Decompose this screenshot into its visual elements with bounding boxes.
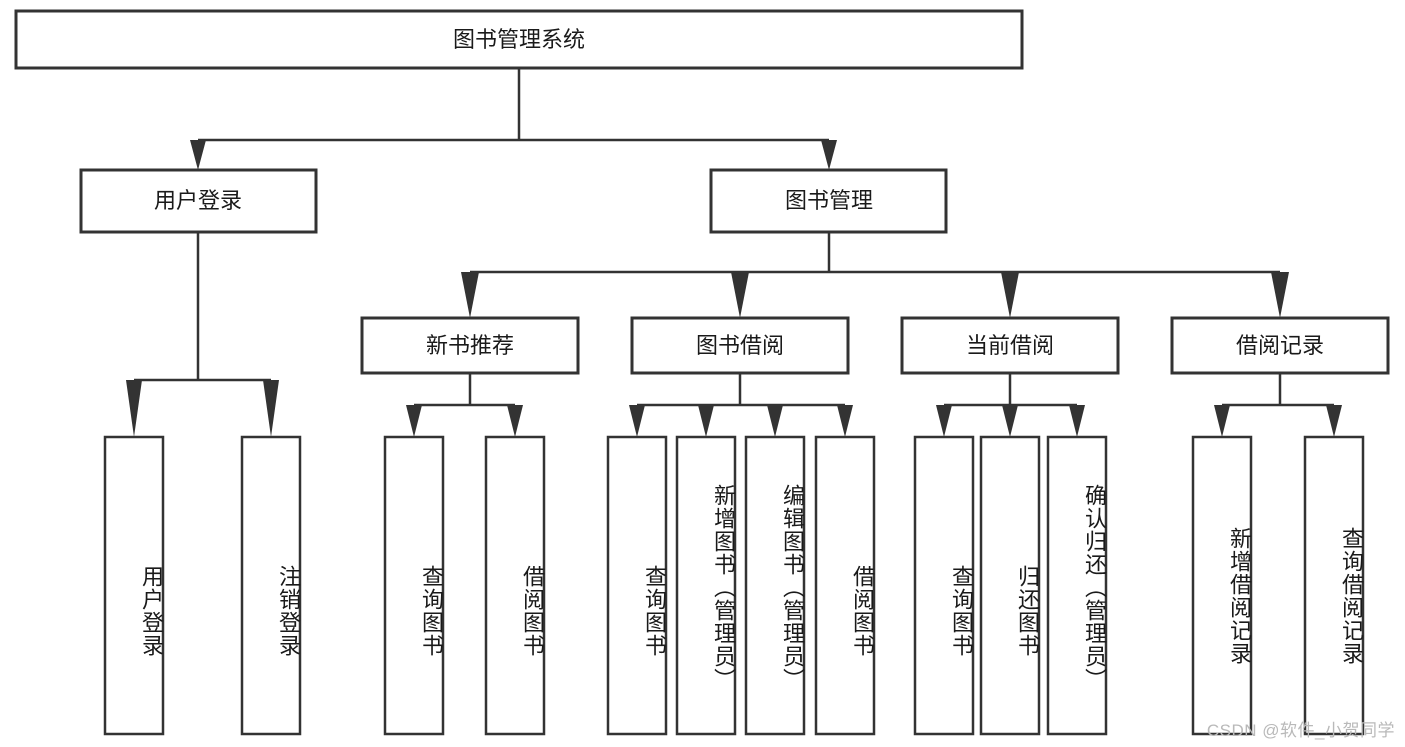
node-new-book-recommend[interactable]: 新书推荐 — [360, 316, 580, 375]
connector-group-book-borrow-children — [629, 373, 853, 437]
node-leaf-user-login-box[interactable] — [103, 435, 165, 736]
node-current-borrow[interactable]: 当前借阅 — [900, 316, 1120, 375]
arrow-head-leaf-query-book-1 — [406, 405, 422, 437]
node-book-borrow[interactable]: 图书借阅 — [630, 316, 850, 375]
node-leaf-edit-book-box[interactable] — [744, 435, 806, 736]
node-root[interactable]: 图书管理系统 — [14, 9, 1024, 70]
node-borrow-record-box[interactable] — [1170, 316, 1390, 375]
arrow-head-borrow-record — [1271, 272, 1289, 318]
node-book-management[interactable]: 图书管理 — [709, 168, 948, 234]
node-leaf-query-book-2-box[interactable] — [606, 435, 668, 736]
arrow-head-leaf-query-book-2 — [629, 405, 645, 437]
node-leaf-borrow-book-2-box[interactable] — [814, 435, 876, 736]
node-book-borrow-label: 图书借阅 — [696, 333, 784, 358]
arrow-head-leaf-logout-login — [263, 380, 279, 437]
arrow-head-book-management — [821, 140, 837, 170]
node-leaf-confirm-return-box[interactable] — [1046, 435, 1108, 736]
arrow-head-leaf-add-book — [698, 405, 714, 437]
arrow-head-user-login — [190, 140, 206, 170]
arrow-head-leaf-borrow-book-2 — [837, 405, 853, 437]
node-leaf-borrow-book-1-box[interactable] — [484, 435, 546, 736]
connector-group-user-login-children — [126, 232, 279, 437]
node-root-label: 图书管理系统 — [453, 27, 585, 52]
node-borrow-record-label: 借阅记录 — [1236, 333, 1324, 358]
node-current-borrow-label: 当前借阅 — [966, 333, 1054, 358]
node-user-login-label: 用户登录 — [154, 188, 242, 213]
node-new-book-recommend-box[interactable] — [360, 316, 580, 375]
connector-group-new-book-recommend-children — [406, 373, 523, 437]
arrow-head-leaf-query-book-3 — [936, 405, 952, 437]
arrow-head-leaf-confirm-return — [1069, 405, 1085, 437]
node-root-box[interactable] — [14, 9, 1024, 70]
node-borrow-record[interactable]: 借阅记录 — [1170, 316, 1390, 375]
node-leaf-query-book-3-box[interactable] — [913, 435, 975, 736]
connector-group-book-management — [461, 232, 1289, 318]
node-leaf-add-record-box[interactable] — [1191, 435, 1253, 736]
node-user-login[interactable]: 用户登录 — [79, 168, 318, 234]
node-book-management-box[interactable] — [709, 168, 948, 234]
arrow-head-new-book-recommend — [461, 272, 479, 318]
arrow-head-leaf-borrow-book-1 — [507, 405, 523, 437]
arrow-head-leaf-return-book — [1002, 405, 1018, 437]
node-book-borrow-box[interactable] — [630, 316, 850, 375]
node-leaf-add-book-box[interactable] — [675, 435, 737, 736]
node-leaf-logout-login-box[interactable] — [240, 435, 302, 736]
connector-group-borrow-record-children — [1214, 373, 1342, 437]
node-book-management-label: 图书管理 — [785, 188, 873, 213]
node-leaf-return-book-box[interactable] — [979, 435, 1041, 736]
node-leaf-query-record-box[interactable] — [1303, 435, 1365, 736]
connector-group-current-borrow-children — [936, 373, 1085, 437]
leaf-boxes — [103, 435, 1365, 736]
node-new-book-recommend-label: 新书推荐 — [426, 333, 514, 358]
arrow-head-current-borrow — [1001, 272, 1019, 318]
arrow-head-leaf-query-record — [1326, 405, 1342, 437]
node-leaf-query-book-1-box[interactable] — [383, 435, 445, 736]
arrow-head-leaf-add-record — [1214, 405, 1230, 437]
watermark-text: CSDN @软件_小贺同学 — [1206, 721, 1395, 740]
node-current-borrow-box[interactable] — [900, 316, 1120, 375]
arrow-head-leaf-user-login — [126, 380, 142, 437]
node-user-login-box[interactable] — [79, 168, 318, 234]
arrow-head-book-borrow — [731, 272, 749, 318]
connector-group-root — [190, 68, 837, 170]
arrow-head-leaf-edit-book — [767, 405, 783, 437]
